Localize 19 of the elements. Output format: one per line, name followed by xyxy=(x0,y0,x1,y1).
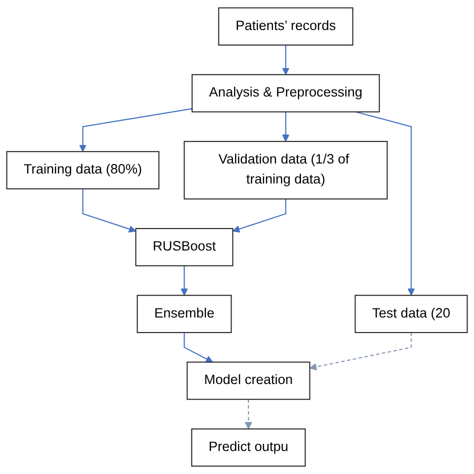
node-box: Training data (80%) xyxy=(6,151,160,190)
node-box: Test data (20 xyxy=(354,294,468,334)
node-box: Ensemble xyxy=(136,294,232,334)
arrow xyxy=(282,112,290,142)
arrow xyxy=(355,111,415,296)
arrow xyxy=(79,108,192,152)
arrow xyxy=(184,332,214,362)
node-box: Analysis & Preprocessing xyxy=(192,74,380,112)
arrow xyxy=(82,188,136,233)
node-box: Patients’ records xyxy=(218,7,354,46)
arrow xyxy=(232,198,286,233)
node-box: Validation data (1/3 of training data) xyxy=(184,140,388,200)
arrow xyxy=(244,399,252,430)
node-box: RUSBoost xyxy=(135,228,234,266)
node-box: Model creation xyxy=(186,362,310,400)
arrow xyxy=(309,332,412,370)
arrow xyxy=(180,266,188,296)
arrow xyxy=(282,45,290,75)
node-box: Predict outpu xyxy=(191,428,306,467)
